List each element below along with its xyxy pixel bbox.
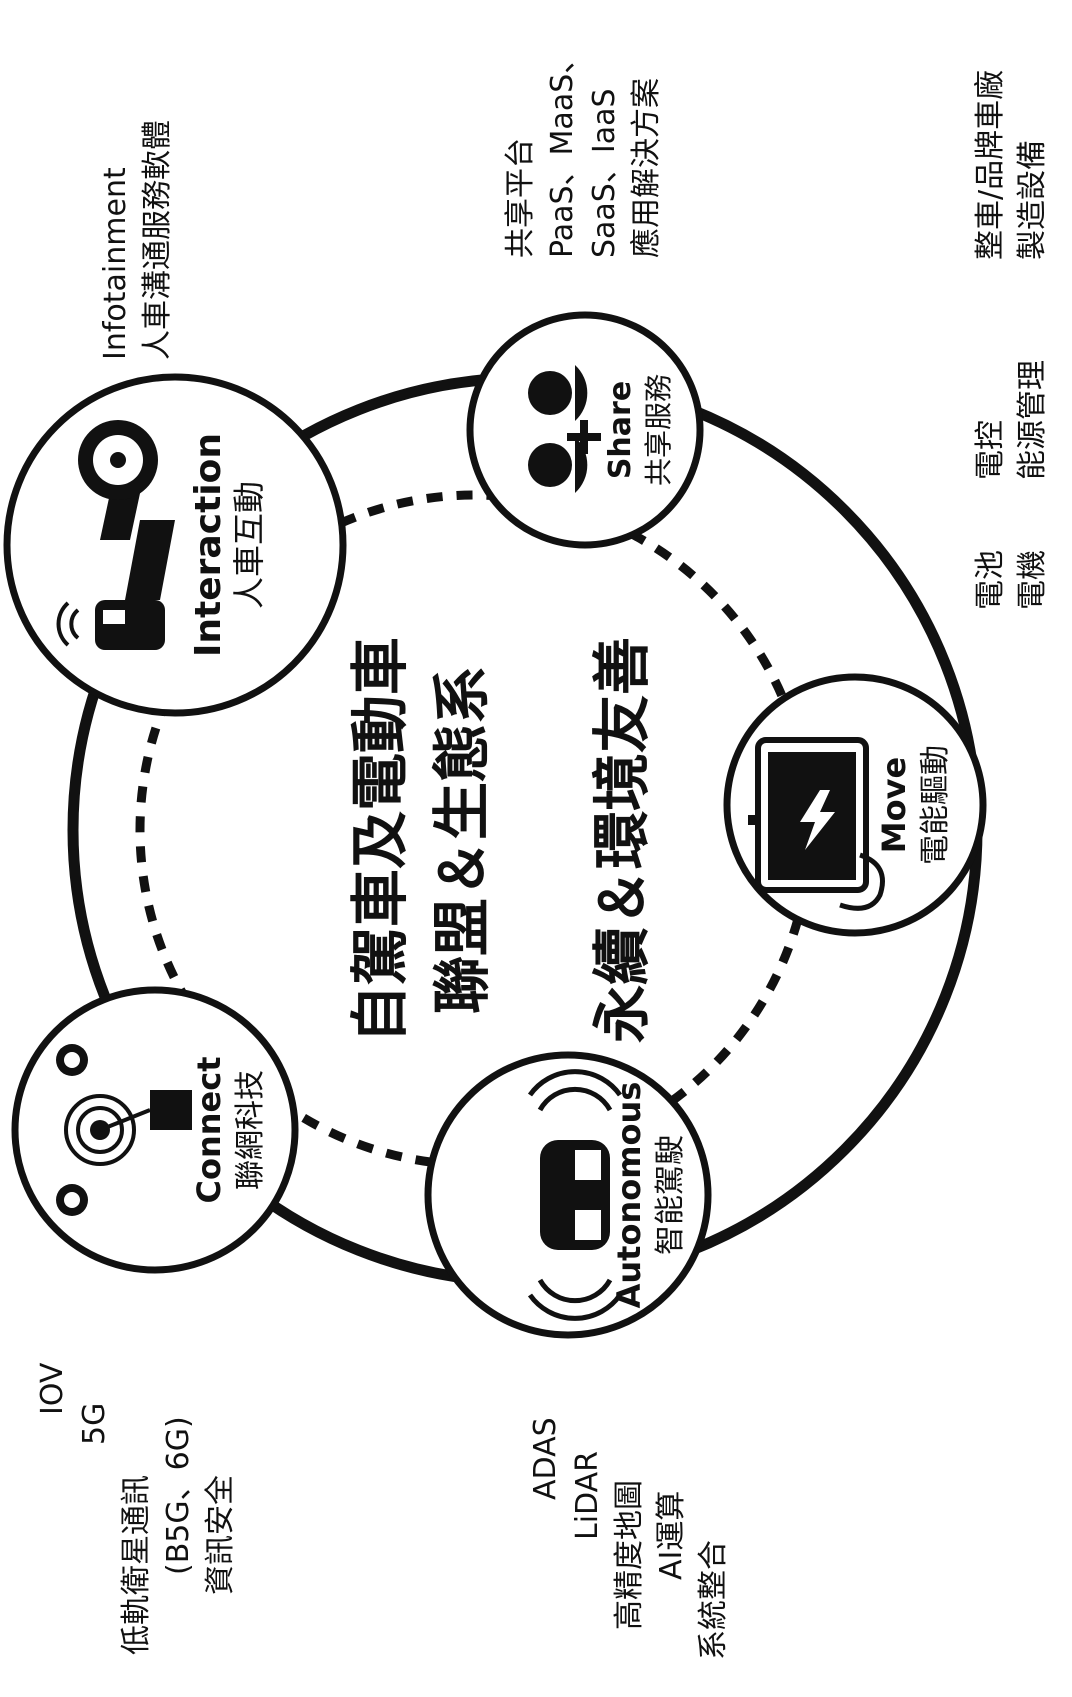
note-autonomous-3: 高精度地圖 bbox=[612, 1480, 647, 1630]
node-interaction: Interaction 人車互動 bbox=[3, 373, 347, 717]
note-move-energy: 能源管理 bbox=[1015, 360, 1050, 480]
note-move-battery: 電池 bbox=[973, 550, 1008, 610]
center-title-line3: 永續＆環境友善 bbox=[588, 637, 656, 1043]
connect-label-en: Connect bbox=[190, 1057, 228, 1204]
interaction-label-en: Interaction bbox=[188, 433, 229, 657]
note-share-2: PaaS、MaaS、 bbox=[545, 44, 580, 258]
autonomous-label-zh: 智能駕駛 bbox=[653, 1135, 688, 1255]
interaction-label-zh: 人車互動 bbox=[230, 481, 268, 609]
center-text: 自駕車及電動車 聯盟＆生態系 永續＆環境友善 bbox=[346, 637, 656, 1043]
notes-connect: IOV 5G 低軌衛星通訊 (B5G、6G) 資訊安全 bbox=[35, 1362, 238, 1655]
note-connect-2: 5G bbox=[77, 1403, 112, 1445]
share-label-zh: 共享服務 bbox=[642, 374, 675, 486]
center-title-line2: 聯盟＆生態系 bbox=[428, 666, 496, 1014]
car-steering-wheel-icon bbox=[56, 420, 175, 650]
node-move: Move 電能驅動 bbox=[723, 673, 987, 937]
note-interaction-2: 人車溝通服務軟體 bbox=[140, 120, 175, 360]
notes-autonomous: ADAS LiDAR 高精度地圖 AI運算 系統整合 bbox=[528, 1417, 731, 1660]
note-connect-3: 低軌衛星通訊 bbox=[119, 1475, 154, 1655]
move-label-zh: 電能驅動 bbox=[918, 745, 953, 865]
note-autonomous-2: LiDAR bbox=[570, 1451, 605, 1540]
note-share-3: SaaS、IaaS bbox=[587, 88, 622, 258]
people-plus-icon bbox=[528, 365, 601, 493]
note-autonomous-4: AI運算 bbox=[654, 1491, 689, 1580]
move-label-en: Move bbox=[875, 757, 913, 853]
network-broadcast-icon bbox=[56, 1044, 192, 1216]
share-label-en: Share bbox=[603, 381, 638, 479]
node-autonomous: Autonomous 智能駕駛 bbox=[424, 1051, 712, 1339]
car-sensor-waves-icon bbox=[527, 1069, 623, 1321]
notes-manufacture: 整車/品牌車廠 製造設備 bbox=[973, 70, 1050, 260]
node-connect: Connect 聯網科技 bbox=[11, 986, 299, 1274]
notes-move-a: 電池 電機 bbox=[973, 550, 1050, 610]
connect-label-zh: 聯網科技 bbox=[233, 1070, 268, 1190]
note-connect-5: 資訊安全 bbox=[203, 1475, 238, 1595]
autonomous-label-en: Autonomous bbox=[610, 1082, 648, 1309]
notes-interaction: Infotainment 人車溝通服務軟體 bbox=[98, 120, 175, 360]
note-move-control: 電控 bbox=[973, 420, 1008, 480]
note-connect-1: IOV bbox=[35, 1362, 70, 1415]
note-autonomous-5: 系統整合 bbox=[696, 1540, 731, 1660]
node-share: Share 共享服務 bbox=[466, 311, 704, 549]
battery-charging-icon bbox=[748, 737, 885, 911]
note-interaction-1: Infotainment bbox=[98, 167, 133, 360]
note-manufacture-1: 整車/品牌車廠 bbox=[973, 70, 1008, 260]
center-title-line1: 自駕車及電動車 bbox=[346, 637, 414, 1043]
notes-share: 共享平台 PaaS、MaaS、 SaaS、IaaS 應用解決方案 bbox=[503, 44, 664, 258]
note-share-1: 共享平台 bbox=[503, 138, 538, 258]
note-autonomous-1: ADAS bbox=[528, 1417, 563, 1500]
notes-move-b: 電控 能源管理 bbox=[973, 360, 1050, 480]
note-connect-4: (B5G、6G) bbox=[161, 1416, 196, 1575]
note-share-4: 應用解決方案 bbox=[629, 78, 664, 258]
note-manufacture-2: 製造設備 bbox=[1015, 140, 1050, 260]
note-move-motor: 電機 bbox=[1015, 550, 1050, 610]
